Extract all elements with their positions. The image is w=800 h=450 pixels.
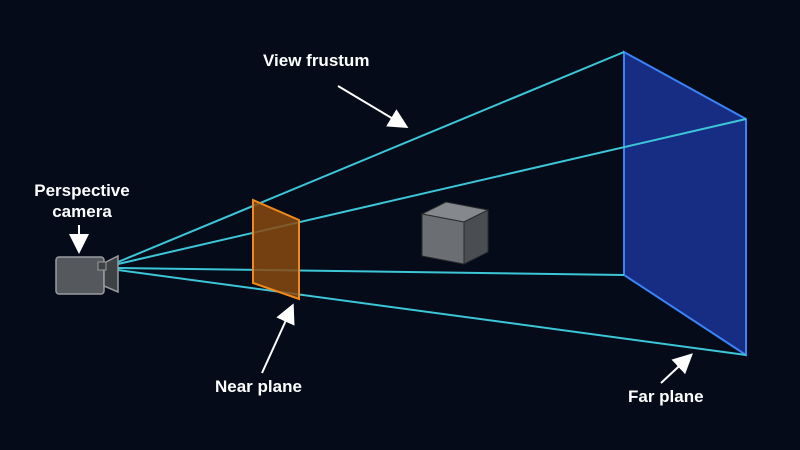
camera-label-line2: camera (52, 202, 112, 221)
video-camera-icon (55, 254, 119, 295)
frustum-edge-top (117, 51, 625, 263)
arrow-view-frustum (337, 85, 409, 129)
far-plane-label: Far plane (628, 387, 704, 406)
cube-icon (420, 201, 490, 265)
view-frustum-label: View frustum (263, 51, 370, 70)
frustum-edges (117, 51, 747, 356)
camera-label-line1: Perspective (34, 181, 130, 200)
perspective-camera-label: Perspective camera (33, 180, 131, 222)
arrow-far-plane (660, 353, 693, 384)
frustum-edge-upper-right (117, 118, 747, 265)
near-plane (252, 198, 300, 301)
far-plane (623, 50, 747, 357)
near-plane-label: Near plane (215, 377, 302, 396)
frustum-edge-lower-left (117, 267, 625, 276)
arrow-near-plane (261, 303, 295, 374)
frustum-edge-bottom (117, 269, 747, 356)
